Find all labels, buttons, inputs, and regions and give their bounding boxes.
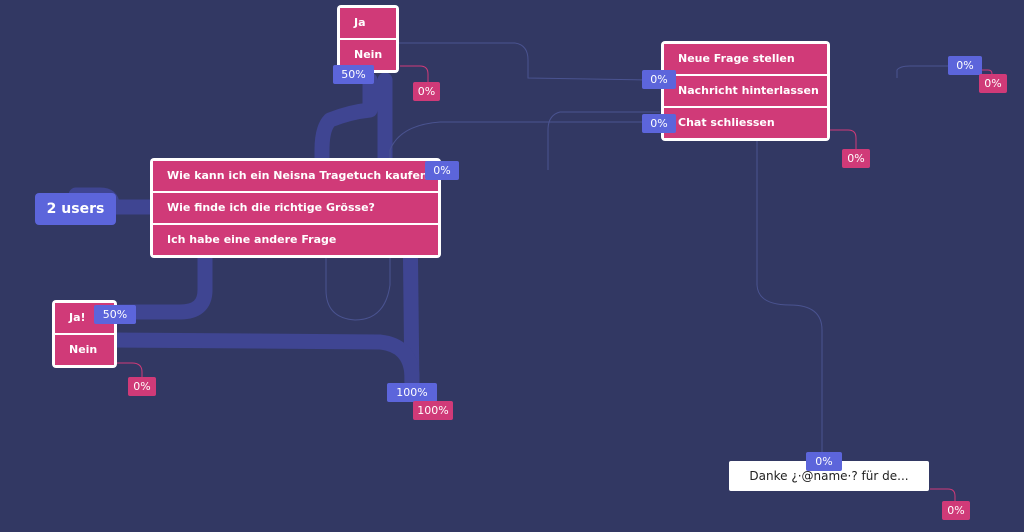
stat-message-blue: 0% [806, 452, 842, 471]
thin-line-1 [398, 42, 649, 81]
thin-line-5 [896, 65, 948, 78]
thin-line-4 [756, 140, 823, 452]
message-node[interactable]: Danke ¿·@name·? für de... [729, 461, 929, 491]
stat-message-pink: 0% [942, 501, 970, 520]
stat-left-choice-pink: 0% [128, 377, 156, 396]
flow-line-left-choice [112, 250, 213, 320]
stat-far-right-blue: 0% [948, 56, 982, 75]
option-nachricht[interactable]: Nachricht hinterlassen [664, 76, 827, 106]
option-chat-schliessen[interactable]: Chat schliessen [664, 108, 827, 138]
option-nein-left[interactable]: Nein [55, 335, 114, 365]
flow-line-top-choice [314, 72, 378, 168]
stat-main-question: 0% [425, 161, 459, 180]
option-ja[interactable]: Ja [340, 8, 396, 38]
stat-top-choice-blue: 50% [333, 65, 374, 84]
stat-top-choice-pink: 0% [413, 82, 440, 101]
choice-node-top[interactable]: Ja Nein [337, 5, 399, 73]
thin-line-3 [325, 121, 650, 321]
stat-left-choice-blue: 50% [94, 305, 136, 324]
stat-far-right-pink: 0% [979, 74, 1007, 93]
stat-center-pink: 100% [413, 401, 453, 420]
users-count-badge[interactable]: 2 users [35, 193, 116, 225]
stat-center-blue: 100% [387, 383, 437, 402]
option-find-size[interactable]: Wie finde ich die richtige Grösse? [153, 193, 438, 223]
option-neue-frage[interactable]: Neue Frage stellen [664, 44, 827, 74]
thin-line-2 [547, 111, 660, 170]
stat-neue-frage: 0% [642, 70, 676, 89]
question-node-main[interactable]: Wie kann ich ein Neisna Tragetuch kaufen… [150, 158, 441, 258]
option-other-question[interactable]: Ich habe eine andere Frage [153, 225, 438, 255]
actions-node[interactable]: Neue Frage stellen Nachricht hinterlasse… [661, 41, 830, 141]
option-buy-tragetuch[interactable]: Wie kann ich ein Neisna Tragetuch kaufen… [153, 161, 438, 191]
stat-actions-pink: 0% [842, 149, 870, 168]
flow-line-bottom [107, 332, 420, 400]
stat-chat-schliessen: 0% [642, 114, 676, 133]
